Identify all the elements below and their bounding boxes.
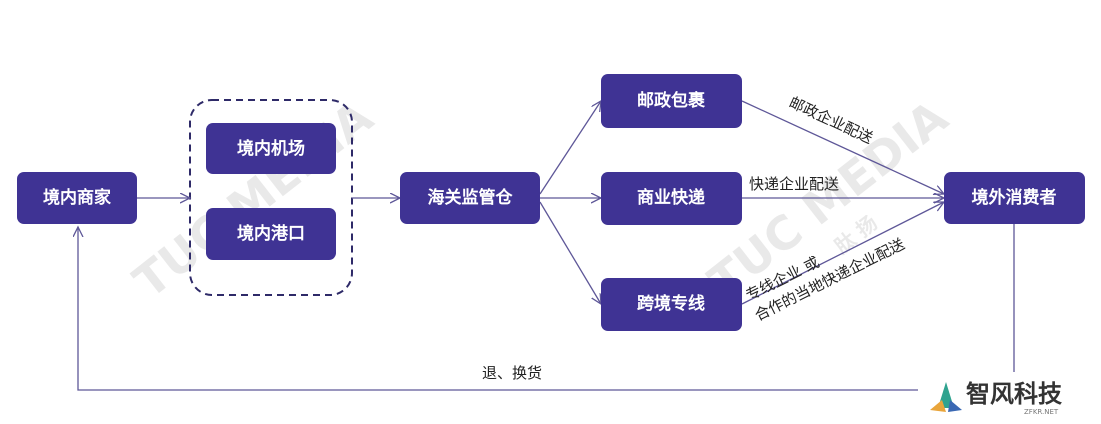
edge-return-exchange [78, 224, 1015, 391]
node-domestic-port-label: 境内港口 [237, 223, 305, 244]
brand-domain: ZFKR.NET [1024, 408, 1059, 416]
node-commercial-express-label: 商业快递 [637, 187, 705, 208]
edge-customs-to-postal [539, 101, 601, 195]
node-domestic-merchant-label: 境内商家 [43, 187, 111, 208]
node-overseas-consumer-label: 境外消费者 [972, 187, 1057, 208]
brand-name: 智风科技 [966, 380, 1063, 408]
node-customs-warehouse-label: 海关监管仓 [428, 187, 514, 208]
node-cross-border-line-label: 跨境专线 [637, 293, 705, 314]
label-postal-delivery: 邮政企业配送 [786, 93, 875, 147]
node-domestic-airport-label: 境内机场 [237, 138, 305, 159]
node-overseas-consumer: 境外消费者 [944, 172, 1085, 224]
node-domestic-merchant: 境内商家 [17, 172, 137, 224]
brand-watermark: 智风科技 ZFKR.NET [918, 372, 1101, 424]
edge-line-to-consumer [741, 202, 944, 305]
node-cross-border-line: 跨境专线 [601, 278, 742, 331]
node-customs-warehouse: 海关监管仓 [400, 172, 540, 224]
label-express-delivery: 快递企业配送 [749, 175, 839, 193]
node-postal-parcel-label: 邮政包裹 [637, 90, 706, 111]
watermark-logo-text: TUC MEDIA [124, 89, 383, 308]
node-domestic-port: 境内港口 [206, 208, 336, 260]
edge-postal-to-consumer [741, 100, 944, 194]
node-commercial-express: 商业快递 [601, 172, 742, 225]
edge-customs-to-line [539, 201, 601, 304]
label-return-exchange: 退、换货 [482, 364, 542, 382]
node-domestic-airport: 境内机场 [206, 123, 336, 174]
node-postal-parcel: 邮政包裹 [601, 74, 742, 128]
brand-logo-icon [930, 382, 962, 412]
